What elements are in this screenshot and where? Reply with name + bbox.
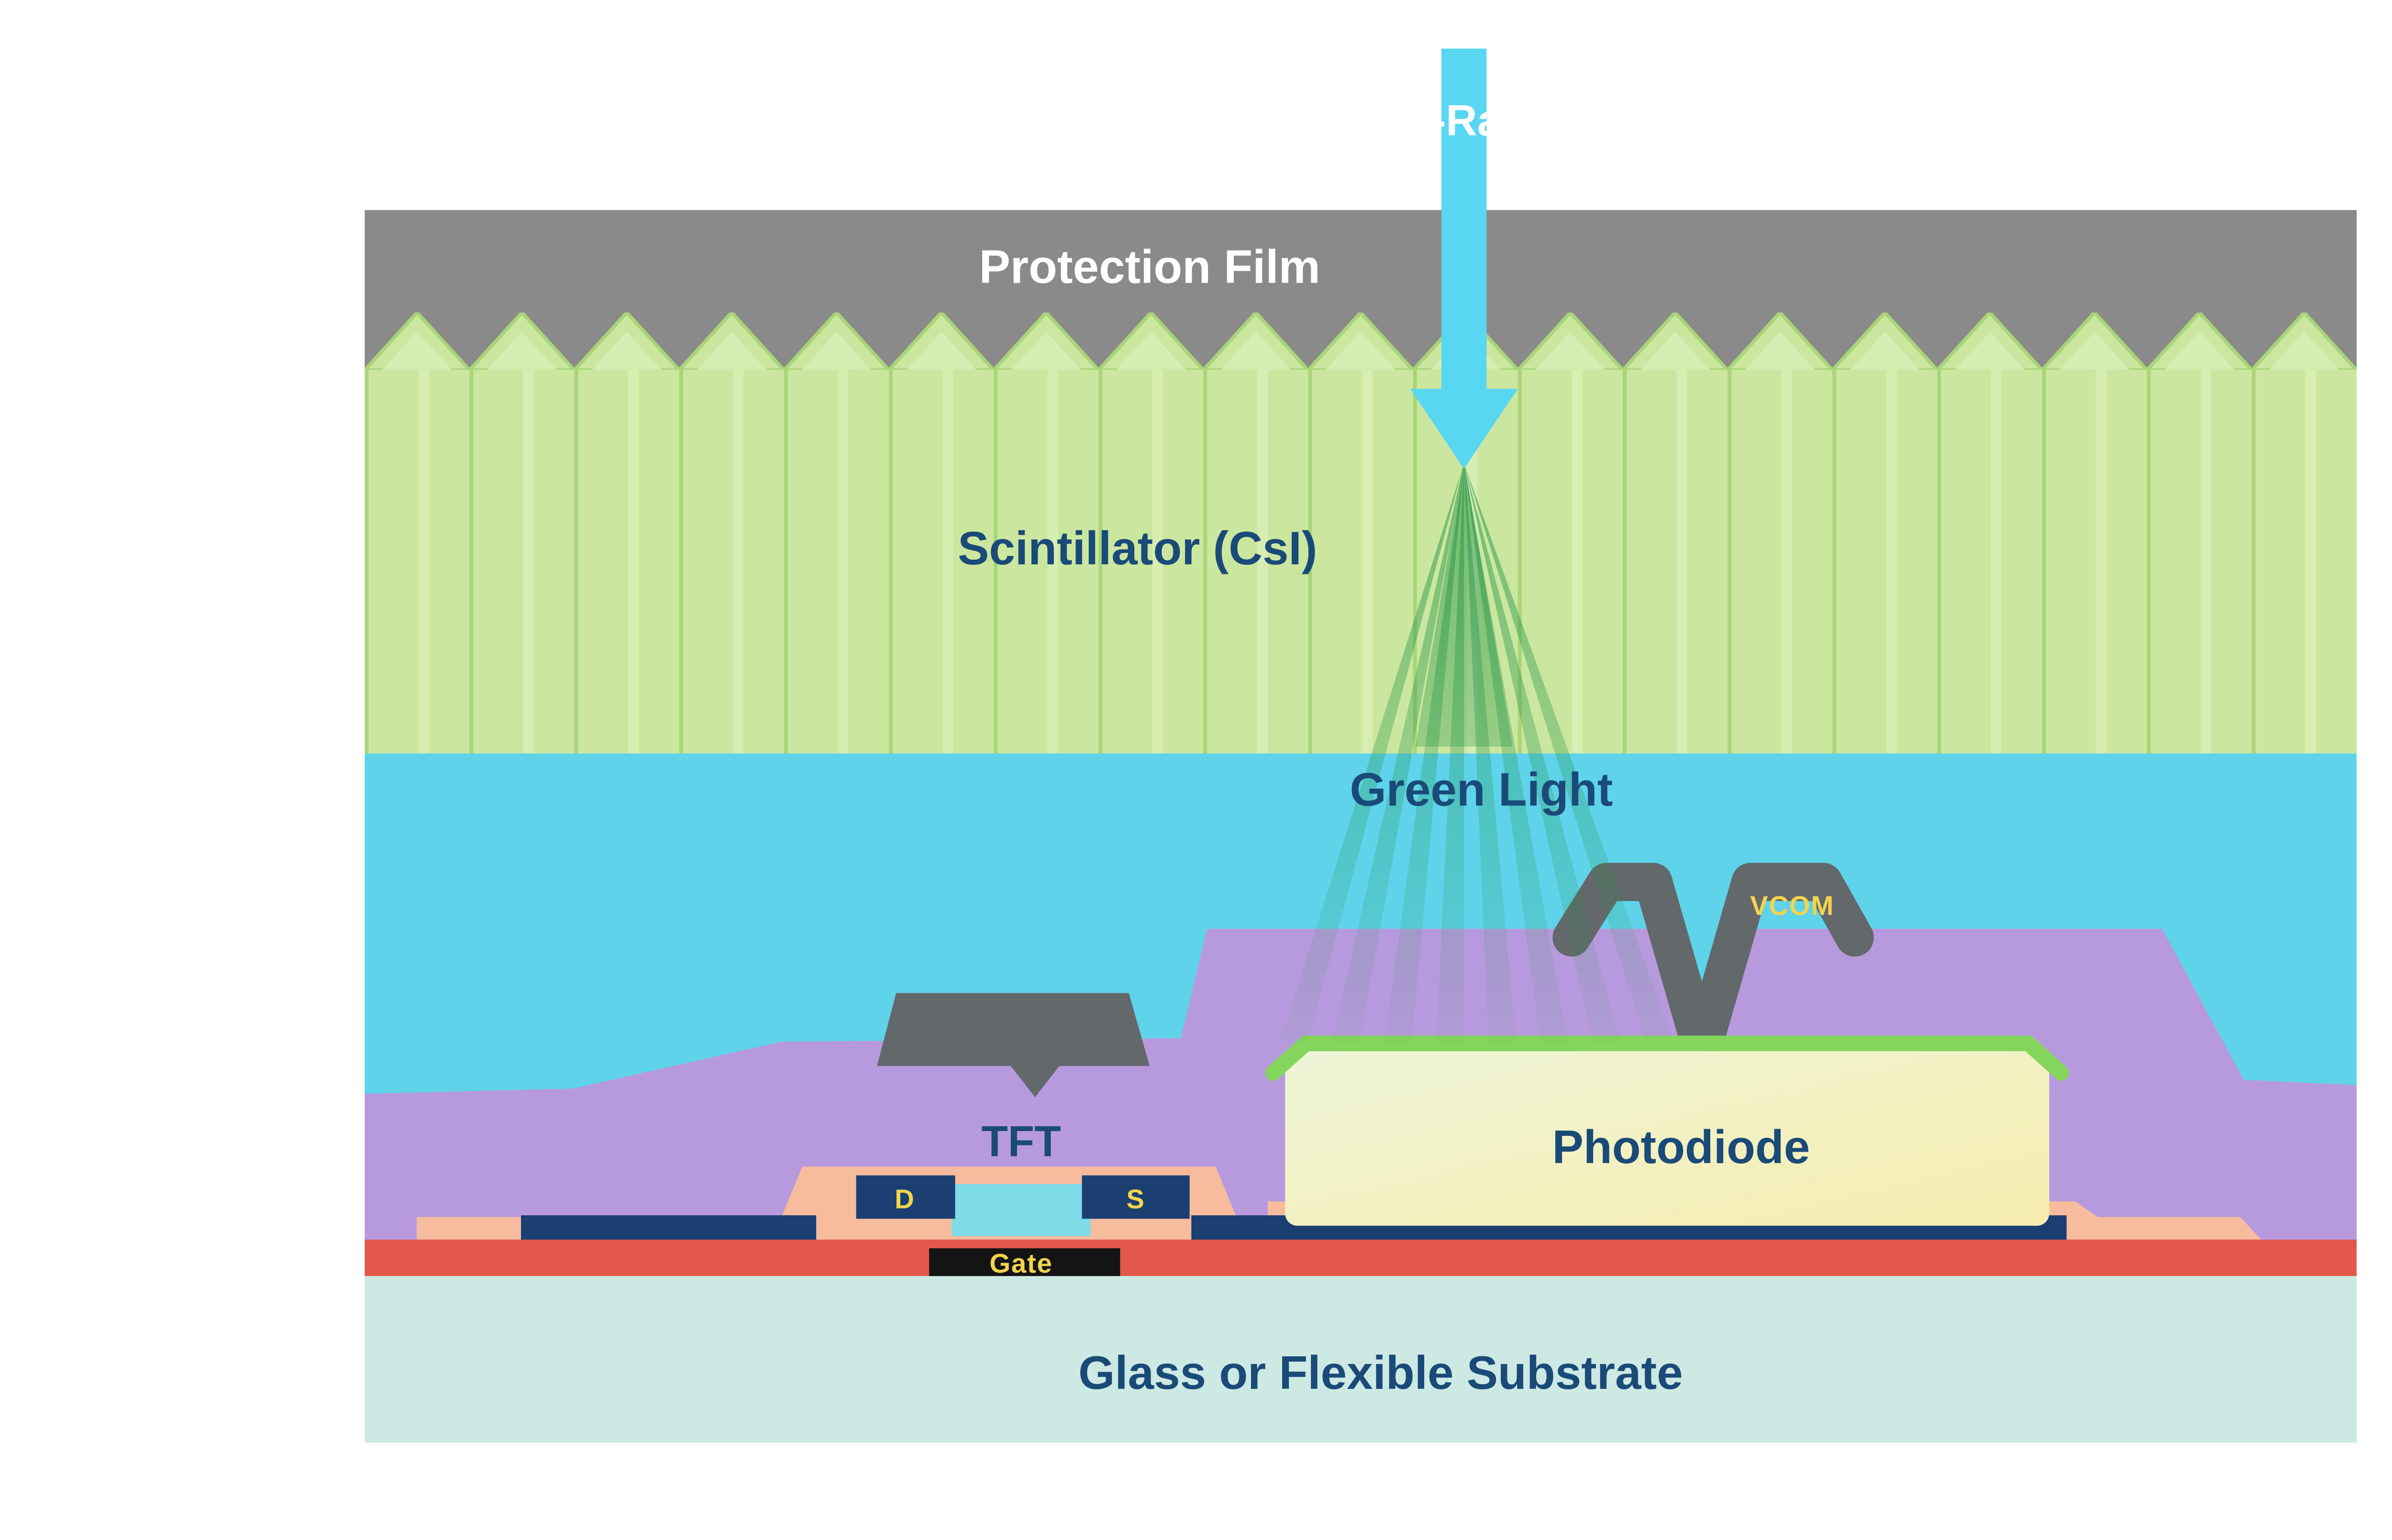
xray-arrow-shaft [1441,48,1487,393]
protection-film-label: Protection Film [979,241,1320,293]
metal-electrode [877,993,1150,1098]
vcom-label: VCOM [1750,891,1834,921]
green-ray-core [1415,462,1513,747]
scintillator-label: Scintillator (CsI) [958,522,1317,574]
photodiode-top-contact [1265,1035,2070,1081]
xray-arrow-head [1410,389,1518,469]
photodiode-body [1285,1046,2049,1226]
drain-label: D [895,1184,915,1214]
tft-gate-electrode [929,1248,1120,1278]
source-label: S [1126,1184,1145,1214]
gate-insulator-layer [365,1239,2357,1276]
green-ray [1280,463,1464,1042]
substrate-layer [365,1276,2357,1443]
tft-source-electrode [1082,1175,1190,1219]
scintillator-layer [365,370,2357,754]
tft-drain-electrode [856,1175,955,1219]
xray-label: X-Ray [1403,97,1526,145]
tft-channel [952,1184,1091,1236]
tft-label: TFT [981,1118,1061,1166]
green-light-label: Green Light [1350,763,1613,815]
scintillator-column-tips-row [365,312,2357,370]
metal-line-left [521,1215,817,1242]
gate-label: Gate [989,1248,1052,1278]
photodiode-label: Photodiode [1552,1121,1810,1173]
xray-arrow-icon [1410,48,1518,469]
green-ray [1332,463,1464,1042]
substrate-label: Glass or Flexible Substrate [1078,1346,1683,1399]
